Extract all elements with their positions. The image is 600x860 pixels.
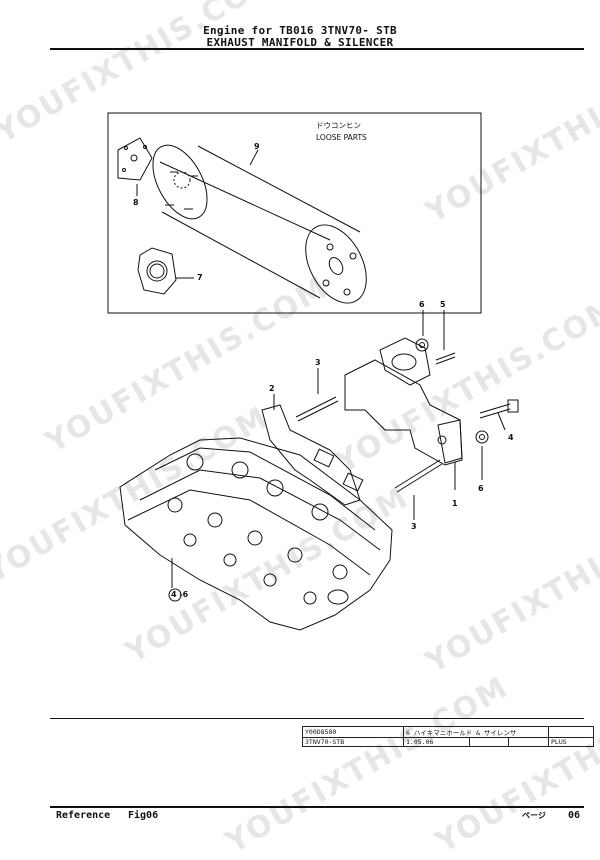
title-block-description: 6 ハイキマニホールド & サイレンサ (403, 726, 549, 738)
callout-circle (168, 588, 182, 602)
cylinder-head-drawing (119, 437, 393, 631)
callout-6-bottom: 6 (478, 484, 484, 493)
title-block-empty (548, 726, 594, 738)
doc-title: Engine for TB016 3TNV70- STB (203, 24, 397, 37)
bolts-drawing (295, 310, 519, 520)
callout-4-6: 4 -6 (171, 590, 189, 599)
footer-page-label: ページ (522, 811, 546, 820)
title-block-model: 3TNV70-STB (302, 737, 404, 747)
manifold-drawing (344, 337, 463, 490)
silencer-drawing (152, 144, 367, 304)
title-block: Y00D8580 6 ハイキマニホールド & サイレンサ 3TNV70-STB … (302, 726, 594, 747)
title-block-plus: PLUS (548, 737, 594, 747)
callout-9: 9 (254, 142, 260, 151)
callout-2: 2 (269, 384, 275, 393)
footer-reference: Reference (56, 810, 111, 821)
loose-parts-en: LOOSE PARTS (316, 133, 367, 142)
footer-fig: Fig06 (128, 810, 159, 821)
footer-page-number: 06 (568, 810, 581, 821)
callout-3-top: 3 (315, 358, 321, 367)
doc-subtitle: EXHAUST MANIFOLD & SILENCER (206, 36, 394, 49)
title-block-empty (508, 737, 549, 747)
callout-4: 4 (508, 433, 514, 442)
loose-parts-jp: ドウコンヒン (316, 121, 361, 130)
loose-parts-box (107, 112, 482, 314)
gasket-7-drawing (137, 247, 194, 295)
callout-1: 1 (452, 499, 458, 508)
callout-5: 5 (440, 300, 446, 309)
title-block-date: 1.05.06 (403, 737, 470, 747)
gasket-8-drawing (117, 137, 153, 196)
callout-3-bottom: 3 (411, 522, 417, 531)
header-rule (50, 48, 584, 50)
callout-8: 8 (133, 198, 139, 207)
title-block-empty (468, 737, 510, 747)
footer-rule (50, 806, 584, 808)
bottom-rule (50, 718, 584, 719)
callout-7: 7 (197, 273, 203, 282)
gasket-2-drawing (261, 394, 364, 506)
title-block-code: Y00D8580 (302, 726, 404, 738)
callout-6-top: 6 (419, 300, 425, 309)
